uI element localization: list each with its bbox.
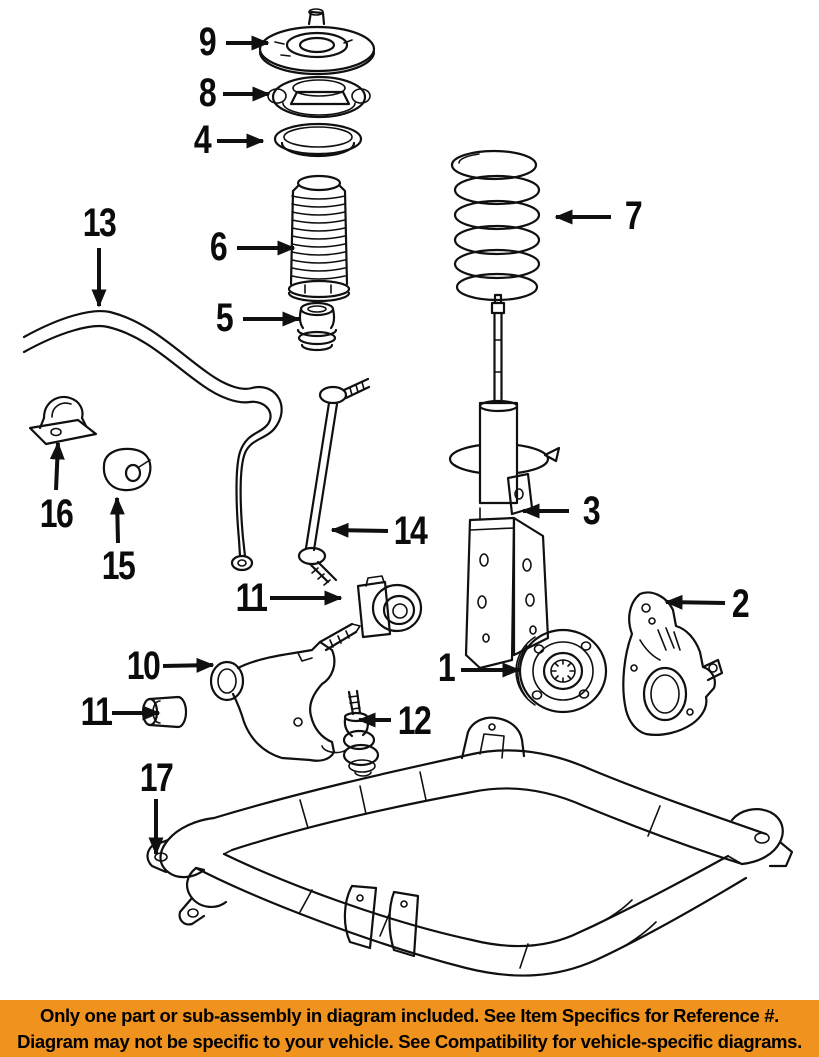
stabilizer-bar-drawing [22, 310, 283, 572]
dust-boot-drawing [287, 174, 351, 303]
spring-seat-drawing [273, 122, 363, 158]
suspension-line-art [22, 8, 794, 977]
callout-label-10: 10 [126, 644, 161, 688]
bump-stop-drawing [296, 301, 338, 352]
disclaimer-line-1: Only one part or sub-assembly in diagram… [40, 1004, 779, 1026]
callout-label-14: 14 [393, 509, 428, 553]
ball-joint-drawing [342, 689, 380, 777]
callout-label-12: 12 [397, 699, 432, 743]
arrow-10 [162, 657, 215, 673]
callout-label-8: 8 [198, 71, 217, 115]
stabilizer-bushing-drawing [102, 447, 152, 492]
coil-spring-drawing [450, 149, 541, 302]
callout-label-4: 4 [193, 118, 212, 162]
arrow-14 [330, 522, 389, 538]
callout-label-16: 16 [39, 492, 74, 536]
strut-drawing [448, 293, 561, 670]
disclaimer-line-2: Diagram may not be specific to your vehi… [17, 1030, 802, 1052]
subframe-drawing [146, 716, 794, 977]
stabilizer-link-drawing [297, 377, 371, 586]
callout-arrows [49, 35, 726, 856]
arrow-2 [664, 594, 726, 610]
callout-label-9: 9 [198, 20, 217, 64]
callout-label-13: 13 [82, 201, 117, 245]
callout-label-5: 5 [215, 296, 234, 340]
strut-mount-drawing [258, 8, 376, 76]
suspension-parts-diagram: 9 8 4 6 5 7 13 16 15 14 3 11 10 11 12 1 … [22, 8, 794, 977]
callout-label-7: 7 [624, 194, 643, 238]
knuckle-drawing [622, 591, 724, 736]
callout-label-1: 1 [437, 646, 456, 690]
arrow-15 [109, 496, 125, 544]
arrow-16 [49, 441, 65, 491]
strut-bearing-drawing [267, 75, 371, 119]
stabilizer-bracket-drawing [28, 395, 98, 446]
callout-label-11-front: 11 [80, 690, 113, 734]
callout-label-15: 15 [101, 544, 136, 588]
disclaimer-banner: Only one part or sub-assembly in diagram… [0, 1000, 819, 1057]
control-arm-drawing [209, 622, 361, 762]
control-arm-rear-bushing-drawing [356, 575, 423, 639]
callout-label-11-rear: 11 [235, 576, 268, 620]
callout-label-2: 2 [731, 582, 750, 626]
callout-label-17: 17 [139, 756, 174, 800]
callout-label-3: 3 [582, 489, 601, 533]
callout-label-6: 6 [209, 225, 228, 269]
